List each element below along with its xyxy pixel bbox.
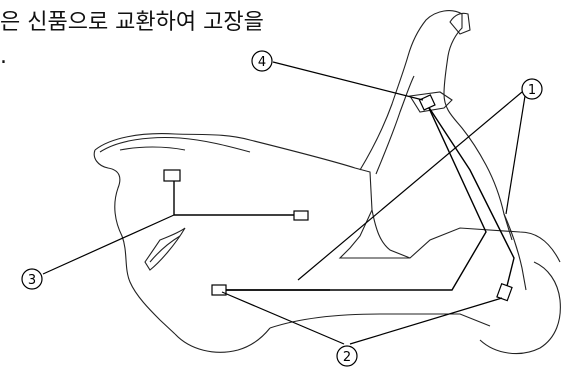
leg-shield-outline (359, 10, 513, 241)
connector-lower-left (211, 284, 227, 296)
handlebar-outline (409, 91, 453, 113)
underbody-outline (269, 313, 491, 329)
callout-2-label: 2 (343, 350, 351, 365)
callout-4: 4 (251, 50, 273, 72)
connectors (163, 94, 513, 302)
front-fork-outline (503, 213, 527, 291)
wire-front (427, 105, 515, 291)
leg-shield-inner (375, 75, 415, 175)
leader-1a (297, 91, 523, 281)
callout-3-label: 3 (28, 273, 36, 288)
callout-1-label: 1 (528, 83, 536, 98)
floor-panel (371, 209, 411, 259)
callout-4-label: 4 (258, 55, 266, 70)
leader-1b (505, 95, 526, 215)
leader-3 (42, 214, 175, 275)
side-panel-curve (144, 227, 186, 271)
front-wheel-arc (479, 261, 561, 355)
callout-2: 2 (336, 345, 358, 367)
scooter-outline (93, 10, 561, 355)
header-text-line-1: 은 신품으로 교환하여 고장을 (0, 10, 264, 35)
connector-handlebar (418, 94, 436, 111)
leader-2a (221, 291, 345, 345)
tail-fender-outline (93, 149, 176, 335)
connector-seat (163, 169, 181, 182)
wire-main-upper (218, 105, 487, 291)
side-panel-inner (149, 235, 181, 263)
seat-outline (99, 136, 251, 153)
header-text-line-2: . (0, 44, 7, 69)
rear-wheel-arc (174, 327, 271, 353)
wiring-lines (173, 105, 515, 291)
callout-1: 1 (521, 78, 543, 100)
leader-2b (349, 297, 503, 345)
connector-rear-right (293, 210, 309, 221)
headlight-outline (449, 12, 471, 35)
leader-4 (272, 61, 424, 101)
rear-body-outline (94, 133, 561, 263)
leader-lines (42, 61, 526, 345)
callout-3: 3 (21, 268, 43, 290)
seat-edge (119, 146, 186, 151)
connector-front-lower (496, 282, 513, 302)
